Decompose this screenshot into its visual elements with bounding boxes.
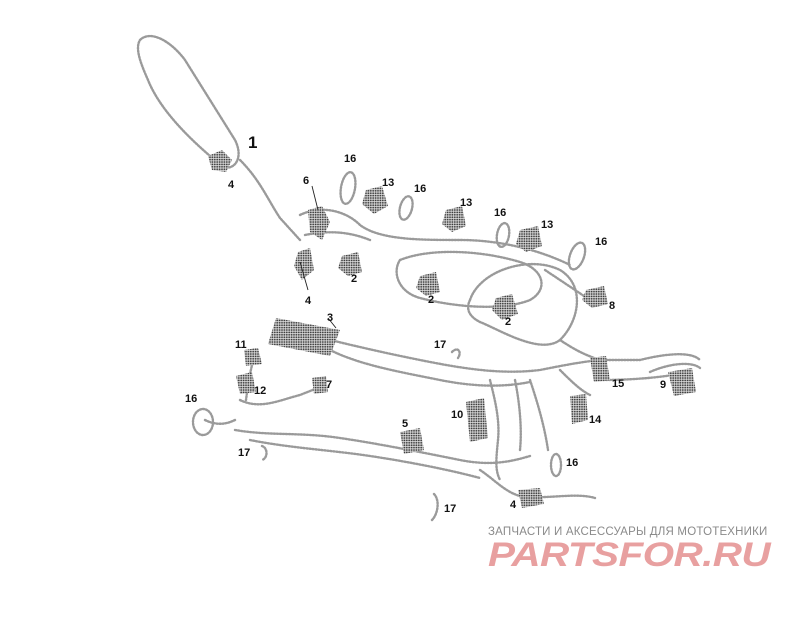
callout-2: 2 [428,294,434,306]
watermark-tagline: ЗАПЧАСТИ И АКСЕССУАРЫ ДЛЯ МОТОТЕХНИКИ [488,526,768,538]
callout-3: 3 [327,312,333,324]
callout-2: 2 [351,273,357,285]
callout-12: 12 [254,385,266,397]
callout-16: 16 [494,207,506,219]
callout-11: 11 [235,339,247,351]
callout-17: 17 [434,339,446,351]
callout-5: 5 [402,418,408,430]
callout-4: 4 [228,179,235,191]
callout-13: 13 [382,177,394,189]
watermark-logo: PARTSFOR.RU [488,536,773,574]
callout-13: 13 [460,197,472,209]
leader-lines [299,185,337,329]
callout-15: 15 [612,378,624,390]
callout-16: 16 [595,236,607,248]
callout-17: 17 [238,447,250,459]
callout-16: 16 [414,183,426,195]
callout-16: 16 [185,393,197,405]
callout-4: 4 [305,295,312,307]
callout-labels: 1 4 16 6 13 16 13 16 13 16 2 4 2 2 8 3 1… [185,133,666,515]
callout-10: 10 [451,409,463,421]
callout-16: 16 [344,153,356,165]
callout-13: 13 [541,219,553,231]
callout-16: 16 [566,457,578,469]
connectors [208,150,696,508]
callout-6: 6 [303,175,309,187]
callout-2: 2 [505,316,511,328]
callout-1: 1 [248,133,257,152]
callout-7: 7 [326,379,332,391]
callout-14: 14 [589,414,602,426]
callout-9: 9 [660,379,666,391]
callout-17: 17 [444,503,456,515]
callout-4: 4 [510,499,517,511]
callout-8: 8 [609,300,615,312]
watermark-logo-text: PARTSFOR.RU [488,536,772,574]
